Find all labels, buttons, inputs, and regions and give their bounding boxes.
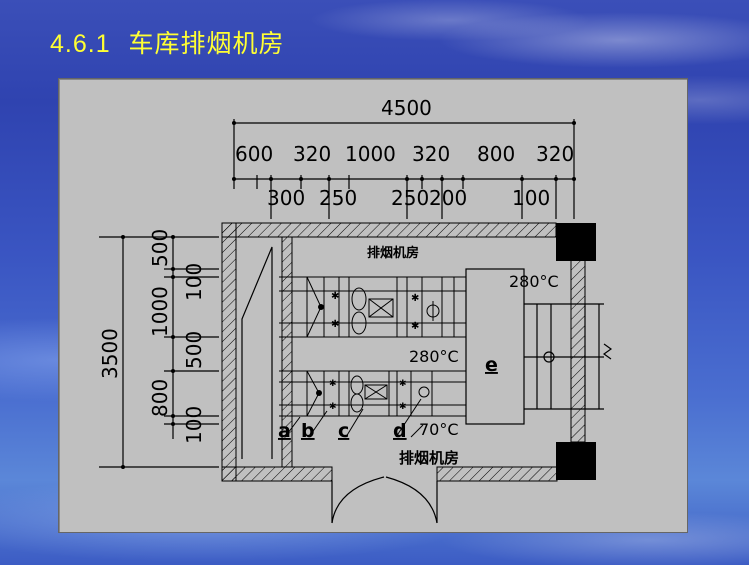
- dim-left-3: 1000: [148, 286, 172, 337]
- dim-top-2: 320: [293, 142, 331, 166]
- dimension-lines-top: [233, 119, 575, 219]
- leader-lines: [284, 398, 424, 438]
- title-text: 车库排烟机房: [128, 29, 285, 58]
- dim-second-5: 100: [512, 186, 550, 210]
- dim-left-4: 500: [182, 331, 206, 369]
- label-b: b: [301, 420, 315, 442]
- label-e: e: [485, 354, 498, 376]
- drawing-panel: 4500 600 320 1000 320 800 320 300 250 25…: [58, 78, 688, 533]
- lower-duct-line: [279, 370, 466, 417]
- svg-text:✱: ✱: [411, 321, 419, 332]
- lower-duct-dampers: ✱ ✱ ✱ ✱: [316, 379, 407, 412]
- dim-left-6: 100: [182, 406, 206, 444]
- svg-text:✱: ✱: [329, 379, 337, 389]
- room-walls: [221, 222, 596, 482]
- room-label-bottom: 排烟机房: [399, 449, 459, 467]
- dim-left-5: 800: [148, 379, 172, 417]
- temp-middle: 280°C: [409, 347, 459, 366]
- slide-title: 4.6.1 车库排烟机房: [50, 24, 285, 60]
- label-a: a: [278, 420, 291, 442]
- dim-top-5: 800: [477, 142, 515, 166]
- dim-second-3: 250: [391, 186, 429, 210]
- dim-top-3: 1000: [345, 142, 396, 166]
- plenum-box: [465, 268, 613, 425]
- door: [331, 476, 438, 524]
- smoke-exhaust-room-drawing: 4500 600 320 1000 320 800 320 300 250 25…: [98, 96, 613, 524]
- dim-top-6: 320: [536, 142, 574, 166]
- room-label-top: 排烟机房: [367, 245, 419, 261]
- dim-top-1: 600: [235, 142, 273, 166]
- dimension-ticks-top: [232, 121, 576, 181]
- dimension-ticks-left: [121, 235, 175, 469]
- dim-second-1: 300: [267, 186, 305, 210]
- svg-text:✱: ✱: [411, 293, 419, 304]
- dim-second-2: 250: [319, 186, 357, 210]
- dim-second-4: 200: [429, 186, 467, 210]
- title-number: 4.6.1: [50, 30, 111, 58]
- temp-bottom: 70°C: [419, 420, 459, 439]
- temp-top: 280°C: [509, 272, 559, 291]
- label-c: c: [338, 420, 349, 442]
- dim-left-1: 500: [148, 229, 172, 267]
- dim-overall-height: 3500: [98, 328, 122, 379]
- svg-text:✱: ✱: [399, 402, 407, 412]
- dim-top-4: 320: [412, 142, 450, 166]
- dim-left-2: 100: [182, 263, 206, 301]
- upper-duct-line: [279, 276, 466, 338]
- svg-text:✱: ✱: [331, 291, 339, 302]
- svg-text:✱: ✱: [329, 402, 337, 412]
- svg-text:✱: ✱: [399, 379, 407, 389]
- svg-text:✱: ✱: [331, 319, 339, 330]
- label-d: d: [393, 420, 407, 442]
- upper-duct-dampers: ✱ ✱ ✱ ✱: [318, 291, 419, 332]
- dim-overall-width: 4500: [381, 96, 432, 120]
